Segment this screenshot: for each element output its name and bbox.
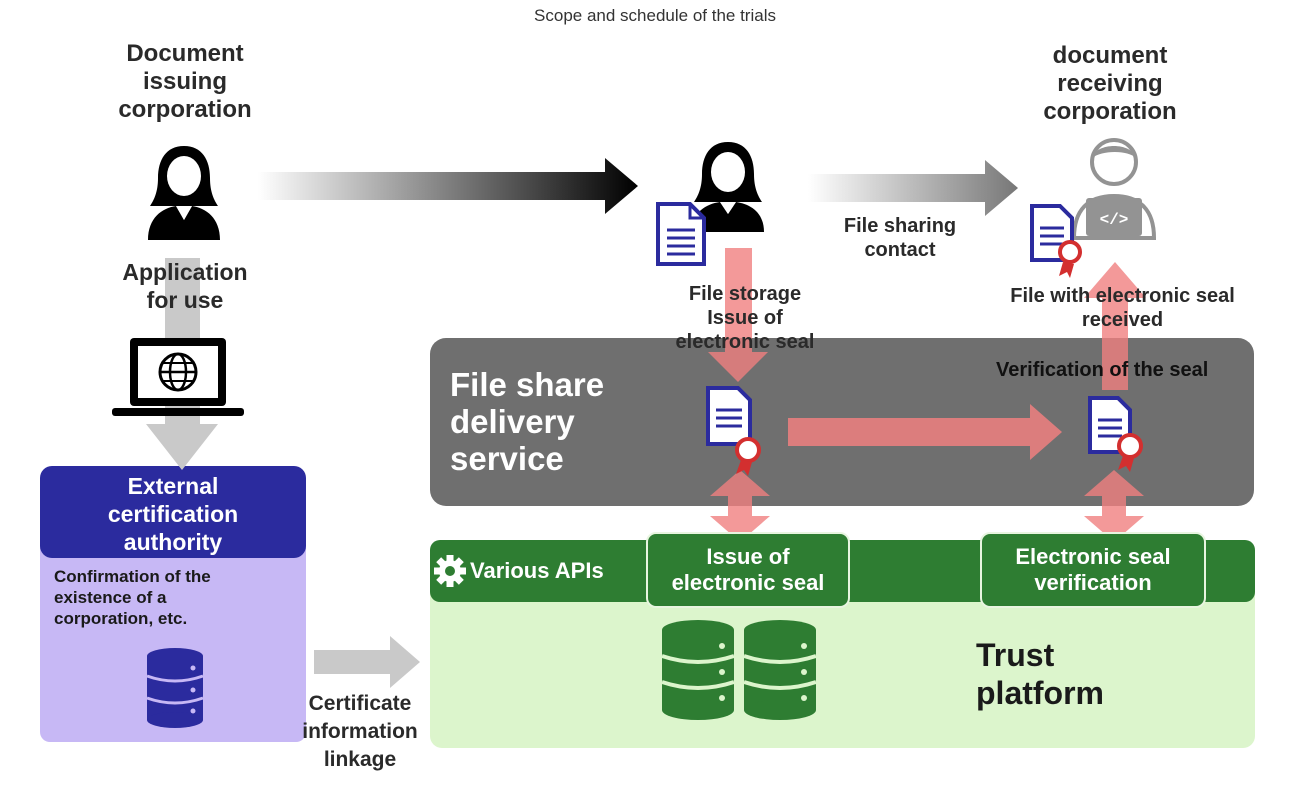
document-icon [656,202,706,266]
issuer-person-icon [148,146,220,240]
delivery-arrow [788,404,1062,460]
storage-line: File storage [688,283,802,305]
linkage-arrow [314,636,420,688]
application-line: Application [122,259,248,285]
application-label: Application for use [90,258,280,314]
svg-text:</>: </> [1100,211,1129,229]
sharing-contact-label: File sharing contact [820,214,980,262]
various-apis-label: Various APIs [470,558,604,583]
received-label: File with electronic seal received [980,284,1265,332]
external-ca-title: External certification authority [40,472,306,556]
document-seal-icon-right [1088,396,1143,472]
issue-seal-api-tab[interactable]: Issue of electronic seal [646,532,850,608]
trust-platform-label: Trust platform [976,636,1104,712]
receiver-header: document receiving corporation [1010,42,1210,126]
ca-title-line: certification [107,501,239,527]
external-ca-box [40,520,306,742]
code-laptop-person-icon: </> [1071,138,1157,240]
service-line: delivery [450,403,575,440]
issuer-header: Document issuing corporation [90,40,280,124]
verification-label: Verification of the seal [996,359,1209,381]
recipient-person-icon [692,142,764,232]
verify-api-double-arrow [1084,470,1144,542]
received-line: received [1081,309,1164,331]
ca-title-line: External [127,473,219,499]
verify-tab-line: Electronic seal [1015,544,1171,569]
trust-platform-area [430,568,1255,748]
sharing-arrow [808,160,1018,216]
issuer-header-line: Document [126,40,244,67]
application-line: for use [146,287,224,313]
verify-seal-api-tab[interactable]: Electronic seal verification [980,532,1206,608]
ca-database-icon [146,648,204,728]
ca-desc-line: Confirmation of the [54,567,211,586]
diagram-title: Scope and schedule of the trials [534,6,776,25]
sharing-contact-line: contact [864,239,936,261]
linkage-line: linkage [323,748,397,771]
storage-label: File storage Issue of electronic seal [640,282,850,354]
linkage-line: Certificate [308,692,412,715]
ca-desc-line: corporation, etc. [54,609,188,628]
external-ca-description: Confirmation of the existence of a corpo… [54,566,304,629]
trust-database-icon-2 [743,620,817,720]
file-share-service-label: File share delivery service [450,366,680,477]
received-line: File with electronic seal [1010,285,1235,307]
ca-title-line: authority [123,529,223,555]
issue-tab-line: Issue of [706,544,790,569]
issuer-header-line: corporation [118,96,252,123]
trust-database-icon-1 [661,620,735,720]
ca-desc-line: existence of a [54,588,167,607]
receiver-header-line: receiving [1057,70,1163,97]
document-seal-icon [706,386,761,476]
sharing-contact-line: File sharing [843,215,957,237]
receiver-header-line: document [1052,42,1168,69]
issuer-header-line: issuing [142,68,227,95]
storage-line: Issue of [707,307,783,329]
receive-arrow [1084,262,1146,390]
gear-icon [434,555,466,587]
issue-seal-api-text: Issue of electronic seal [672,544,825,596]
storage-line: electronic seal [675,331,815,353]
issuer-to-recipient-arrow [258,158,638,214]
issue-tab-line: electronic seal [671,570,825,595]
verify-tab-line: verification [1034,570,1152,595]
storage-arrow [708,248,768,382]
trust-label-line: Trust [976,637,1055,673]
service-line: File share [450,366,605,403]
linkage-line: information [302,720,418,743]
issue-api-double-arrow [710,470,770,542]
laptop-globe-icon [112,338,244,416]
verify-seal-api-text: Electronic seal verification [1015,544,1170,596]
receiver-header-line: corporation [1043,98,1177,125]
service-line: service [450,440,564,477]
external-ca-header [40,466,306,558]
received-document-seal-icon [1030,204,1082,278]
linkage-label: Certificate information linkage [282,690,438,774]
trust-label-line: platform [976,675,1104,711]
